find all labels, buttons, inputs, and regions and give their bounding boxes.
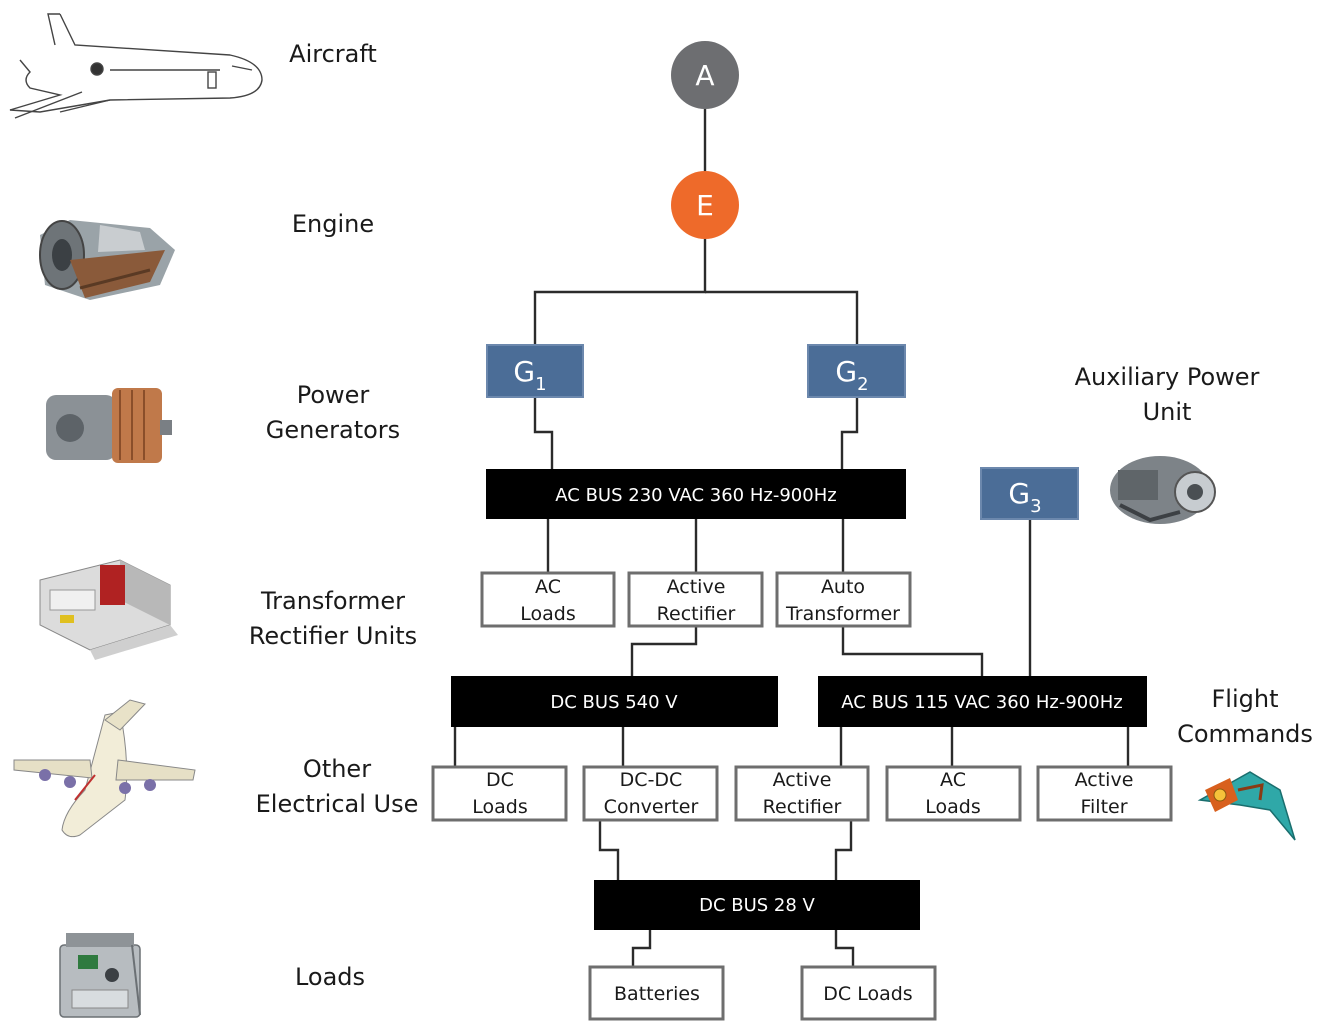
apu-icon	[1110, 456, 1215, 524]
ac-bus-115-label: AC BUS 115 VAC 360 Hz-900Hz	[841, 692, 1122, 713]
apu-label-line1: Auxiliary Power	[1075, 363, 1260, 391]
box-ac-loads-1: AC Loads	[482, 573, 614, 626]
active-rectifier-2-line2: Rectifier	[763, 796, 842, 818]
flight-commands-label-line1: Flight	[1212, 685, 1279, 713]
level-label-power-generators-line2: Generators	[266, 416, 400, 444]
ac-bus-230: AC BUS 230 VAC 360 Hz-900Hz	[486, 469, 906, 519]
box-active-rectifier-2: Active Rectifier	[736, 767, 868, 820]
level-label-other-line1: Other	[303, 755, 371, 783]
active-rectifier-2-line1: Active	[773, 769, 832, 791]
level-label-loads: Loads	[295, 963, 365, 991]
level-label-tru-line1: Transformer	[260, 587, 405, 615]
auto-transformer-line2: Transformer	[785, 603, 900, 625]
box-dc-loads-1: DC Loads	[433, 767, 566, 820]
generator-g2: G2	[808, 345, 905, 397]
level-label-aircraft: Aircraft	[289, 40, 377, 68]
level-labels: Aircraft Engine Power Generators Transfo…	[249, 40, 419, 991]
g2-subscript: 2	[857, 374, 868, 395]
batteries-label: Batteries	[614, 983, 700, 1005]
dc-bus-28-label: DC BUS 28 V	[699, 895, 815, 916]
ac-bus-230-label: AC BUS 230 VAC 360 Hz-900Hz	[555, 485, 836, 506]
connection-lines	[455, 108, 1128, 967]
g3-subscript: 3	[1030, 496, 1041, 517]
active-filter-line2: Filter	[1080, 796, 1127, 818]
ac-loads-1-line1: AC	[535, 576, 561, 598]
box-batteries: Batteries	[590, 967, 723, 1019]
level-label-other-line2: Electrical Use	[256, 790, 419, 818]
active-rectifier-1-line1: Active	[667, 576, 726, 598]
engine-node: E	[671, 171, 739, 239]
aircraft-node: A	[671, 41, 739, 109]
g2-base: G	[835, 355, 857, 388]
ac-loads-2-line2: Loads	[925, 796, 980, 818]
box-dc-loads-2: DC Loads	[802, 967, 935, 1019]
dc-bus-28: DC BUS 28 V	[594, 880, 920, 930]
generator-g3: G3	[981, 468, 1078, 519]
ac-loads-2-line1: AC	[940, 769, 966, 791]
level-label-tru-line2: Rectifier Units	[249, 622, 417, 650]
apu-label-line2: Unit	[1143, 398, 1192, 426]
turbofan-engine-icon	[40, 220, 175, 300]
auto-transformer-line1: Auto	[821, 576, 865, 598]
box-auto-transformer: Auto Transformer	[777, 573, 910, 626]
dc-bus-540: DC BUS 540 V	[451, 676, 778, 727]
tru-unit-icon	[40, 560, 178, 660]
aircraft-node-label: A	[695, 59, 714, 92]
g3-base: G	[1008, 477, 1030, 510]
generator-icon	[46, 388, 172, 463]
ac-bus-115: AC BUS 115 VAC 360 Hz-900Hz	[818, 676, 1147, 727]
dc-loads-1-line1: DC	[486, 769, 514, 791]
g1-base: G	[513, 355, 535, 388]
box-ac-loads-2: AC Loads	[887, 767, 1020, 820]
dc-loads-2-label: DC Loads	[823, 983, 912, 1005]
flight-control-icon	[1200, 772, 1295, 840]
active-filter-line1: Active	[1075, 769, 1134, 791]
g1-subscript: 1	[535, 374, 546, 395]
level-label-power-generators-line1: Power	[297, 381, 370, 409]
dcdc-converter-line1: DC-DC	[620, 769, 683, 791]
dcdc-converter-line2: Converter	[604, 796, 699, 818]
airliner-icon	[10, 14, 262, 118]
cargo-aircraft-icon	[14, 700, 195, 837]
generator-g1: G1	[487, 345, 583, 397]
battery-pack-icon	[60, 933, 140, 1017]
dc-bus-540-label: DC BUS 540 V	[550, 692, 678, 713]
box-dcdc-converter: DC-DC Converter	[584, 767, 717, 820]
level-label-engine: Engine	[292, 210, 374, 238]
box-active-filter: Active Filter	[1038, 767, 1171, 820]
ac-loads-1-line2: Loads	[520, 603, 575, 625]
flight-commands-label-line2: Commands	[1177, 720, 1313, 748]
active-rectifier-1-line2: Rectifier	[657, 603, 736, 625]
engine-node-label: E	[696, 189, 714, 222]
dc-loads-1-line2: Loads	[472, 796, 527, 818]
box-active-rectifier-1: Active Rectifier	[629, 573, 762, 626]
